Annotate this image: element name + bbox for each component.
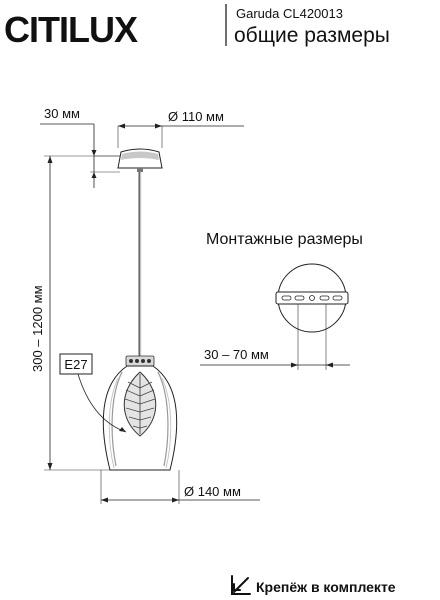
mounting-bracket-drawing [275, 263, 349, 333]
mounting-arrow-icon [231, 575, 251, 595]
mounting-title: Монтажные размеры [206, 231, 363, 248]
footer-note-text: Крепёж в комплекте [256, 579, 396, 595]
socket-type-box [59, 353, 93, 375]
canopy [117, 148, 163, 172]
mounting-range-dimension: 30 – 70 мм [200, 304, 350, 370]
overall-height-dimension: 300 – 1200 мм [30, 155, 120, 471]
glass-shade [102, 365, 178, 471]
footer-note: Крепёж в комплекте [231, 575, 396, 595]
sheet-subtitle: общие размеры [234, 24, 390, 47]
socket-cap [125, 355, 155, 367]
model-name: Garuda CL420013 [236, 6, 343, 21]
socket-type-label: E27 [64, 357, 87, 372]
pendant-lamp-drawing [102, 148, 178, 471]
leaf-decoration [123, 371, 157, 437]
shade-diameter-dimension: Ø 140 мм [100, 470, 260, 504]
brand-logo: CITILUX [4, 9, 139, 50]
mounting-range-label: 30 – 70 мм [204, 347, 269, 362]
canopy-diameter-label: Ø 110 мм [168, 109, 224, 124]
overall-height-label: 300 – 1200 мм [30, 285, 45, 372]
canopy-diameter-dimension: Ø 110 мм [117, 109, 244, 148]
canopy-height-dimension: 30 мм [40, 106, 120, 188]
shade-diameter-label: Ø 140 мм [184, 484, 241, 499]
canopy-height-label: 30 мм [44, 106, 80, 121]
brand-logo-text: CITILUX [4, 9, 138, 50]
socket-callout: E27 [59, 353, 127, 433]
